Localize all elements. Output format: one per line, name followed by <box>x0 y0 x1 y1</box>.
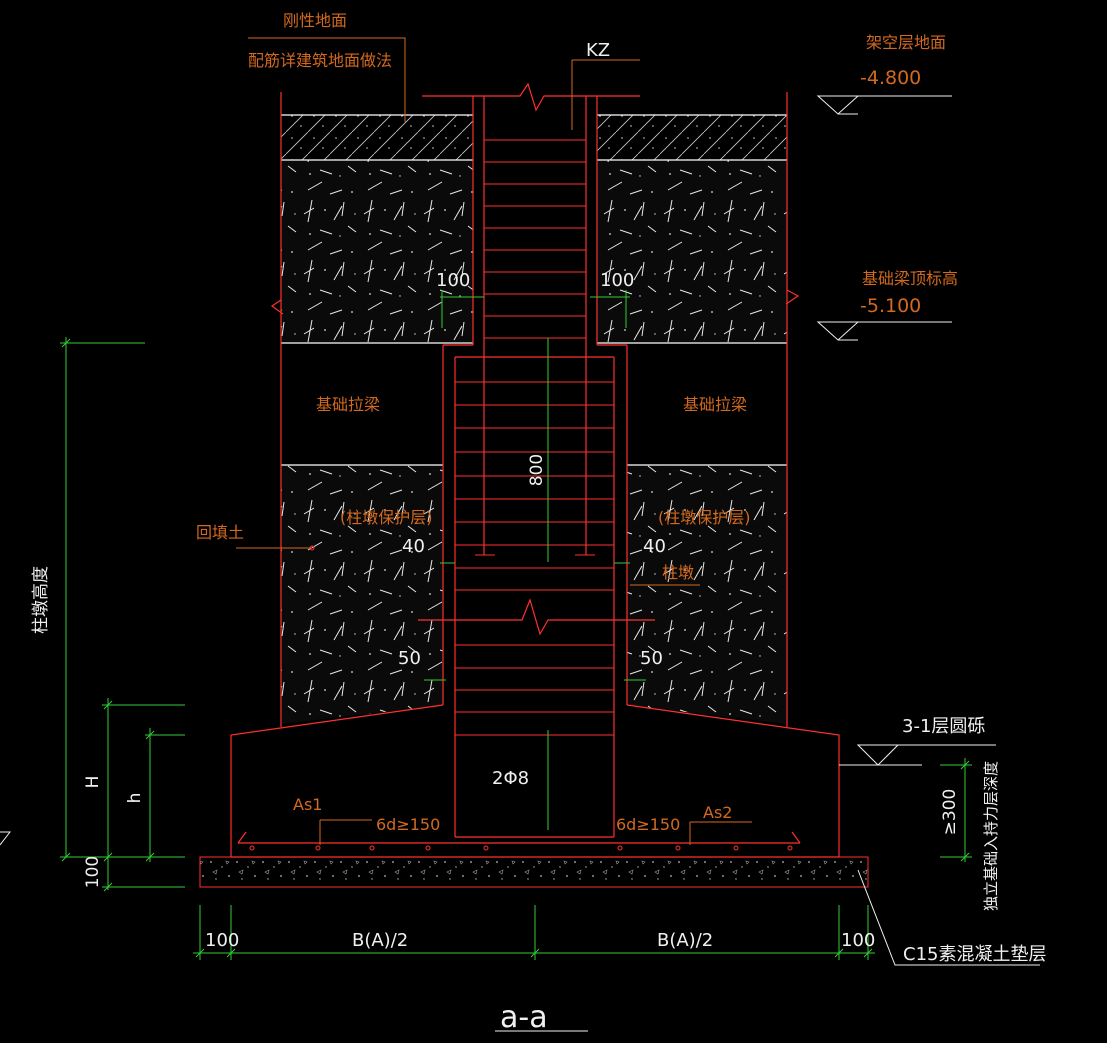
dim-100-pad: 100 <box>83 856 103 888</box>
as1-label: As1 <box>293 795 322 814</box>
c15-pad <box>199 856 869 888</box>
soil-upper-right <box>597 160 787 343</box>
backfill-label: 回填土 <box>196 523 244 542</box>
anchor-right: 6d≥150 <box>616 815 680 834</box>
beam-top-label: 基础梁顶标高 <box>862 269 958 288</box>
pier-height-label: 柱墩高度 <box>31 566 51 634</box>
bearing-depth-note: 独立基础入持力层深度 <box>982 761 1000 911</box>
dim-300: ≥300 <box>940 789 960 836</box>
pier-cover-left-label: (柱墩保护层) <box>340 508 433 527</box>
structure-outline <box>230 82 840 858</box>
stratum-label: 3-1层圆砾 <box>902 716 985 737</box>
bottom-dim-100-left: 100 <box>205 930 239 951</box>
bottom-dim-b-right: B(A)/2 <box>657 930 713 951</box>
overhead-floor-label: 架空层地面 <box>866 33 946 52</box>
dim-40-right: 40 <box>643 536 666 557</box>
anchor-left: 6d≥150 <box>376 815 440 834</box>
rigid-floor-label: 刚性地面 <box>283 11 347 30</box>
overhead-floor-elevation: -4.800 <box>860 67 921 89</box>
rigid-floor-slab-left <box>281 115 473 160</box>
as2-label: As2 <box>703 803 732 822</box>
section-title: a-a <box>500 1000 548 1035</box>
dim-40-left: 40 <box>402 536 425 557</box>
rebar-dots <box>249 545 793 851</box>
dim-800: 800 <box>527 454 547 486</box>
leader-lines <box>236 37 752 845</box>
tie-beam-left: 基础拉梁 <box>316 395 380 414</box>
column-tag: KZ <box>586 40 610 61</box>
pad-leader <box>857 869 1040 966</box>
bottom-dim-b-left: B(A)/2 <box>352 930 408 951</box>
elevation-markers <box>0 95 996 846</box>
c15-pad-label: C15素混凝土垫层 <box>903 944 1046 965</box>
pier-cover-left <box>281 465 443 724</box>
pier-cover-right-label: (柱墩保护层) <box>658 508 751 527</box>
beam-top-elevation: -5.100 <box>860 295 921 317</box>
dim-100-right: 100 <box>600 270 634 291</box>
stirrups <box>455 139 614 736</box>
floor-lines <box>281 114 787 466</box>
pier-cover-right <box>627 465 787 724</box>
dimension-lines <box>60 290 972 960</box>
dim-H: H <box>83 776 103 789</box>
dim-100-left: 100 <box>436 270 470 291</box>
tie-beam-right: 基础拉梁 <box>683 395 747 414</box>
dim-50-right: 50 <box>640 648 663 669</box>
dim-h: h <box>125 793 145 804</box>
pier-label: 柱墩 <box>662 563 694 582</box>
dim-50-left: 50 <box>398 648 421 669</box>
soil-upper-left <box>281 160 473 343</box>
bottom-dim-100-right: 100 <box>841 930 875 951</box>
rigid-floor-note: 配筋详建筑地面做法 <box>248 51 392 70</box>
rigid-floor-slab-right <box>597 115 787 160</box>
rebar-2phi8: 2Φ8 <box>492 768 529 789</box>
